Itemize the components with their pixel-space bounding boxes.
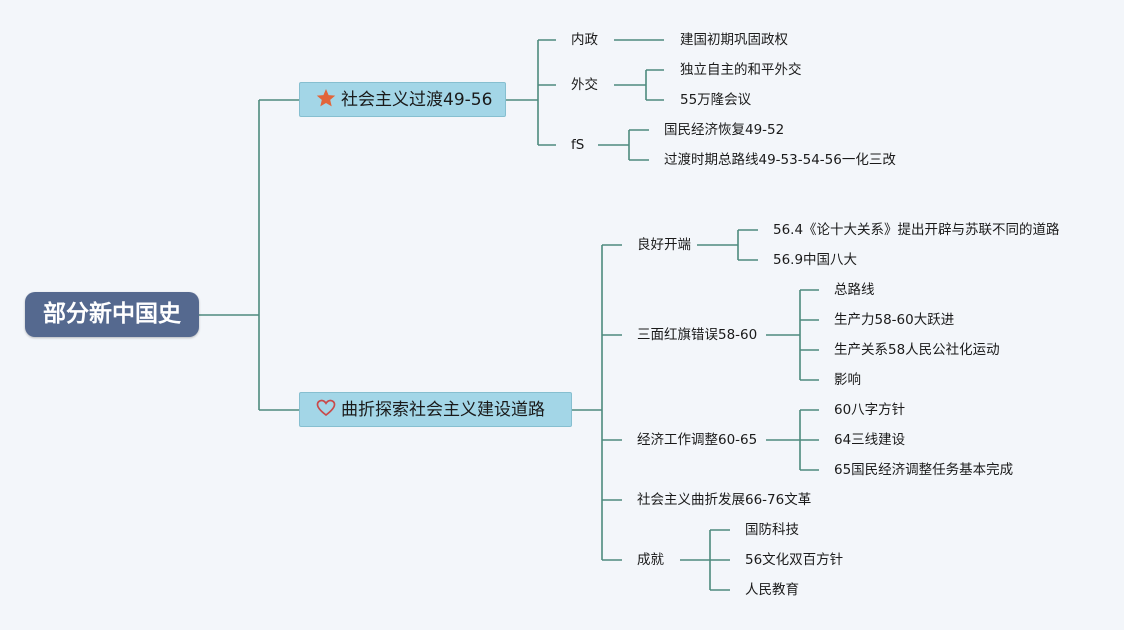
root-topic-label: 部分新中国史 xyxy=(43,301,181,327)
mindmap-edges xyxy=(199,39,819,591)
topic-peoples-commune[interactable]: 生产关系58人民公社化运动 xyxy=(834,342,1000,358)
branch-transition[interactable]: 社会主义过渡49-56 xyxy=(299,82,506,117)
topic-domestic[interactable]: 内政 xyxy=(571,32,598,48)
topic-consolidate-power[interactable]: 建国初期巩固政权 xyxy=(680,32,788,48)
topic-economic-recovery[interactable]: 国民经济恢复49-52 xyxy=(664,122,785,138)
topic-ten-relations[interactable]: 56.4《论十大关系》提出开辟与苏联不同的道路 xyxy=(773,222,1060,238)
topic-economic-adjustment[interactable]: 经济工作调整60-65 xyxy=(637,432,758,448)
topic-diplomacy[interactable]: 外交 xyxy=(571,77,598,93)
star-icon xyxy=(316,88,338,108)
topic-three-red-banners[interactable]: 三面红旗错误58-60 xyxy=(637,327,758,343)
topic-good-start[interactable]: 良好开端 xyxy=(637,237,691,253)
topic-eighth-congress[interactable]: 56.9中国八大 xyxy=(773,252,858,268)
topic-great-leap[interactable]: 生产力58-60大跃进 xyxy=(834,312,955,328)
root-topic[interactable]: 部分新中国史 xyxy=(25,292,199,337)
topic-defense-tech[interactable]: 国防科技 xyxy=(745,522,799,538)
branch-exploration[interactable]: 曲折探索社会主义建设道路 xyxy=(299,392,572,427)
topic-impact[interactable]: 影响 xyxy=(834,372,861,388)
topic-general-line-2[interactable]: 总路线 xyxy=(834,282,875,298)
topic-achievements[interactable]: 成就 xyxy=(637,552,664,568)
topic-adjustment-complete[interactable]: 65国民经济调整任务基本完成 xyxy=(834,462,1014,478)
topic-bandung-conference[interactable]: 55万隆会议 xyxy=(680,92,752,108)
topic-double-hundred[interactable]: 56文化双百方针 xyxy=(745,552,844,568)
topic-independent-diplomacy[interactable]: 独立自主的和平外交 xyxy=(680,62,802,78)
topic-eight-character-policy[interactable]: 60八字方针 xyxy=(834,402,906,418)
heart-icon xyxy=(316,398,338,418)
topic-cultural-revolution[interactable]: 社会主义曲折发展66-76文革 xyxy=(637,492,812,508)
topic-third-front[interactable]: 64三线建设 xyxy=(834,432,906,448)
topic-general-line[interactable]: 过渡时期总路线49-53-54-56一化三改 xyxy=(664,152,896,168)
branch-transition-label: 社会主义过渡49-56 xyxy=(341,90,493,110)
topic-fs[interactable]: fS xyxy=(571,137,585,153)
topic-peoples-education[interactable]: 人民教育 xyxy=(745,582,799,598)
branch-exploration-label: 曲折探索社会主义建设道路 xyxy=(341,400,545,420)
